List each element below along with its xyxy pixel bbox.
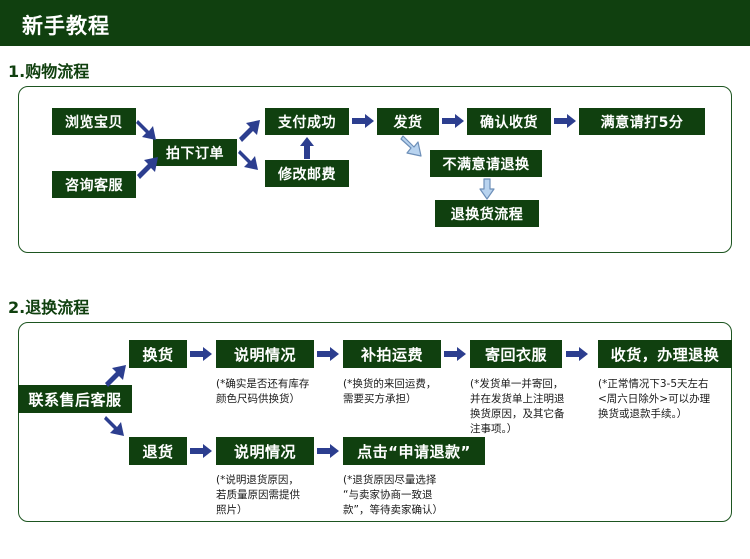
flow-box-place-order[interactable]: 拍下订单	[153, 139, 237, 166]
note-refund-reason: (*说明退货原因， 若质量原因需提供 照片）	[216, 474, 300, 516]
arrow-contact-to-exchange	[104, 363, 128, 389]
arrow-order-to-pay	[238, 118, 262, 144]
arrow-ship-to-unsatisfied	[400, 135, 426, 159]
page-title: 新手教程	[22, 14, 110, 38]
arrow-explain-to-apply-refund	[317, 443, 339, 459]
flow-box-rate-five-stars[interactable]: 满意请打5分	[579, 108, 705, 135]
flow-box-exchange[interactable]: 换货	[129, 340, 187, 368]
flow-box-unsatisfied-return[interactable]: 不满意请退换	[430, 150, 542, 177]
arrow-consult-to-order	[136, 155, 160, 181]
arrow-send-back-to-receive	[566, 346, 588, 362]
note-refund-select: (*退货原因尽量选择 “与卖家协商一致退 款”，等待卖家确认）	[343, 474, 443, 516]
arrow-exchange-to-explain	[190, 346, 212, 362]
flow-box-explain-situation-refund[interactable]: 说明情况	[216, 437, 314, 465]
arrow-unsatisfied-to-flow	[478, 178, 496, 200]
flow-box-browse-item[interactable]: 浏览宝贝	[52, 108, 136, 135]
section-title-shopping: 1.购物流程	[8, 62, 90, 81]
flow-box-ship-goods[interactable]: 发货	[377, 108, 439, 135]
arrow-refund-to-explain	[190, 443, 212, 459]
arrow-ship-to-confirm	[442, 113, 464, 129]
flow-box-refund[interactable]: 退货	[129, 437, 187, 465]
note-exchange-stock: (*确实是否还有库存 颜色尺码供换货）	[216, 378, 310, 405]
flow-box-extra-shipping-fee[interactable]: 补拍运费	[343, 340, 441, 368]
flow-box-send-back-clothes[interactable]: 寄回衣服	[470, 340, 562, 368]
flow-box-contact-after-sales[interactable]: 联系售后客服	[18, 385, 132, 413]
arrow-confirm-to-rate	[554, 113, 576, 129]
arrow-postage-to-pay	[299, 137, 315, 159]
page-header-bar	[0, 0, 750, 46]
arrow-explain-to-shipping-fee	[317, 346, 339, 362]
arrow-pay-to-ship	[352, 113, 374, 129]
flow-box-explain-situation-exchange[interactable]: 说明情况	[216, 340, 314, 368]
flow-box-pay-success[interactable]: 支付成功	[265, 108, 349, 135]
arrow-shipping-fee-to-send-back	[444, 346, 466, 362]
arrow-order-to-postage	[238, 148, 262, 174]
flow-box-click-apply-refund[interactable]: 点击“申请退款”	[343, 437, 485, 465]
note-processing-time: (*正常情况下3-5天左右 <周六日除外>可以办理 换货或退款手续。）	[598, 378, 711, 420]
flow-box-return-exchange-flow[interactable]: 退换货流程	[435, 200, 539, 227]
flow-box-confirm-receipt[interactable]: 确认收货	[467, 108, 551, 135]
flow-box-receive-process-exchange[interactable]: 收货，办理退换	[598, 340, 732, 368]
arrow-browse-to-order	[136, 118, 160, 144]
note-shipping-cost: (*换货的来回运费， 需要买方承担）	[343, 378, 437, 405]
section-title-return: 2.退换流程	[8, 298, 90, 317]
flow-box-modify-postage[interactable]: 修改邮费	[265, 160, 349, 187]
arrow-contact-to-refund	[104, 414, 128, 440]
note-send-back: (*发货单一并寄回， 并在发货单上注明退 换货原因，及其它备 注事项。）	[470, 378, 565, 435]
flow-box-consult-service[interactable]: 咨询客服	[52, 171, 136, 198]
